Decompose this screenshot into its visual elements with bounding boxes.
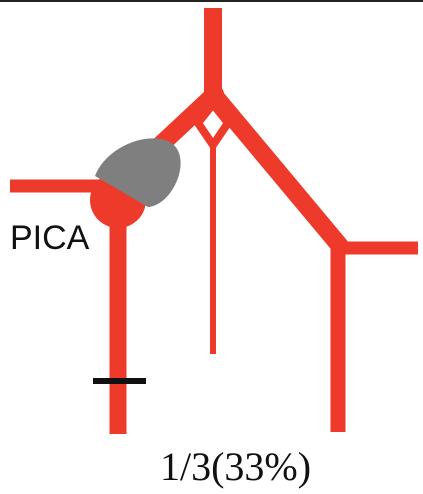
right-branch-vessel bbox=[213, 94, 340, 246]
caption-ratio: 1/3(33%) bbox=[160, 444, 311, 489]
pica-label: PICA bbox=[10, 219, 90, 257]
